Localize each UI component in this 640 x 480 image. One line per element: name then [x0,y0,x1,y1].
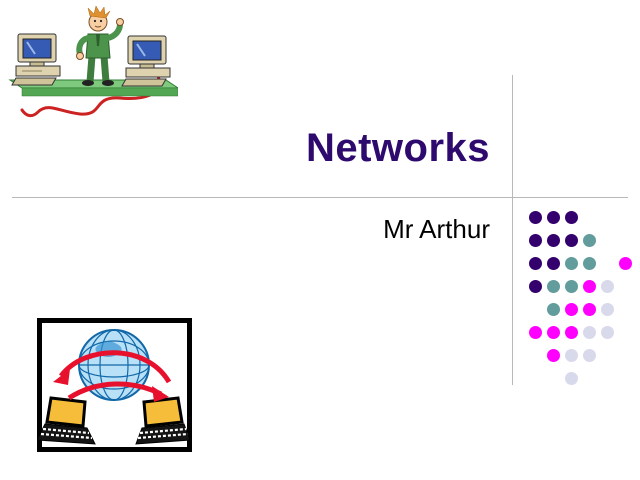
dot-row [529,298,637,321]
vertical-divider-line [512,75,513,385]
dot-row [529,275,637,298]
dot-row [529,252,637,275]
dot [583,349,596,362]
slide-subtitle: Mr Arthur [383,214,490,244]
dot [583,257,596,270]
dot [583,326,596,339]
dot-row [529,367,637,390]
dot [547,257,560,270]
dot [565,372,578,385]
slide-title: Networks [305,126,490,170]
dot [565,280,578,293]
dot [565,257,578,270]
dot [547,303,560,316]
dot [565,349,578,362]
dot [547,211,560,224]
man-computers-icon [8,5,178,118]
dot-row [529,321,637,344]
dot [529,211,542,224]
laptops-globe-network-clipart [37,318,192,452]
dot-row [529,344,637,367]
dot [547,280,560,293]
dot-row [529,229,637,252]
dot [547,326,560,339]
dot-row [529,206,637,229]
dot [547,349,560,362]
dot [529,326,542,339]
dot [529,234,542,247]
dot [583,234,596,247]
dot [565,211,578,224]
dot [601,326,614,339]
dot [565,303,578,316]
dot [583,280,596,293]
man-between-two-computers-clipart [8,4,178,126]
dot [547,234,560,247]
dot [619,257,632,270]
dot [601,303,614,316]
dot [529,257,542,270]
dot [601,280,614,293]
laptops-globe-icon [37,318,192,452]
dots-decoration [529,206,637,390]
dot [583,303,596,316]
dot [565,326,578,339]
dot [565,234,578,247]
dot [529,280,542,293]
horizontal-divider-line [12,197,628,198]
